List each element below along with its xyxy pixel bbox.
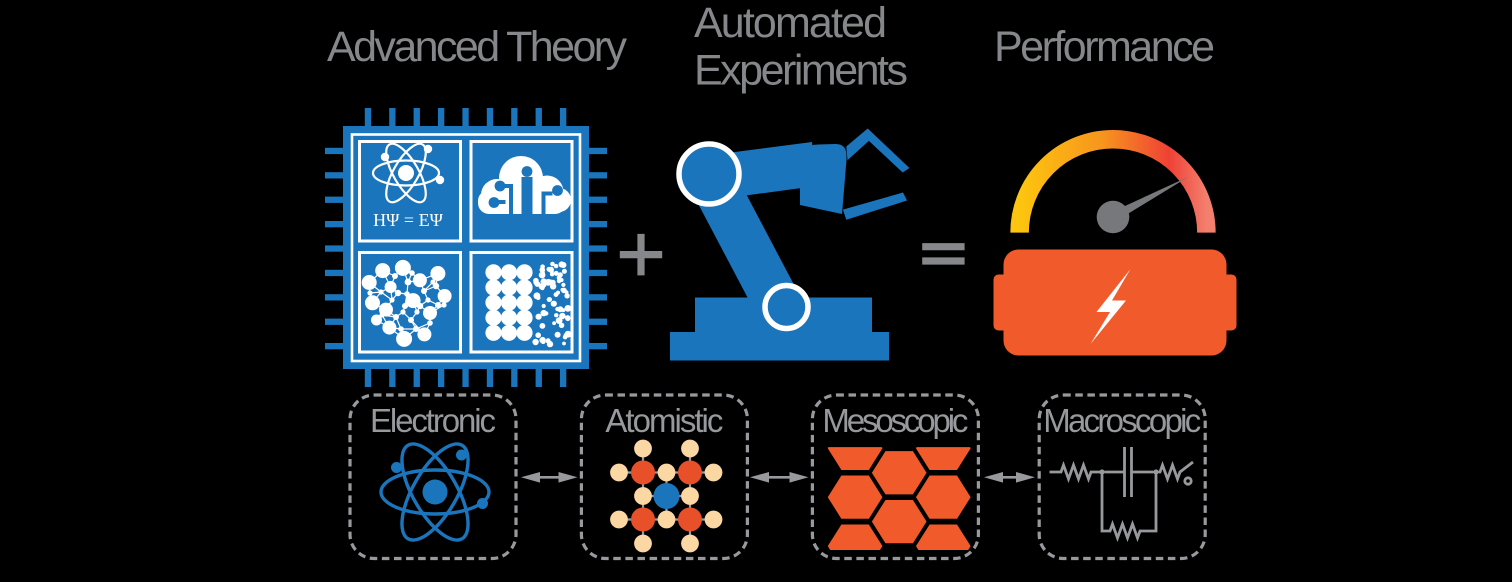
svg-text:Mesoscopic: Mesoscopic (822, 402, 968, 439)
svg-text:Atomistic: Atomistic (605, 402, 723, 439)
svg-text:Experiments: Experiments (694, 47, 908, 95)
svg-text:Macroscopic: Macroscopic (1043, 402, 1201, 439)
svg-text:Automated: Automated (694, 0, 887, 47)
svg-text:Advanced Theory: Advanced Theory (327, 23, 628, 71)
svg-text:Performance: Performance (994, 23, 1215, 71)
svg-text:Electronic: Electronic (370, 402, 496, 439)
svg-text:HΨ = EΨ: HΨ = EΨ (373, 210, 443, 230)
